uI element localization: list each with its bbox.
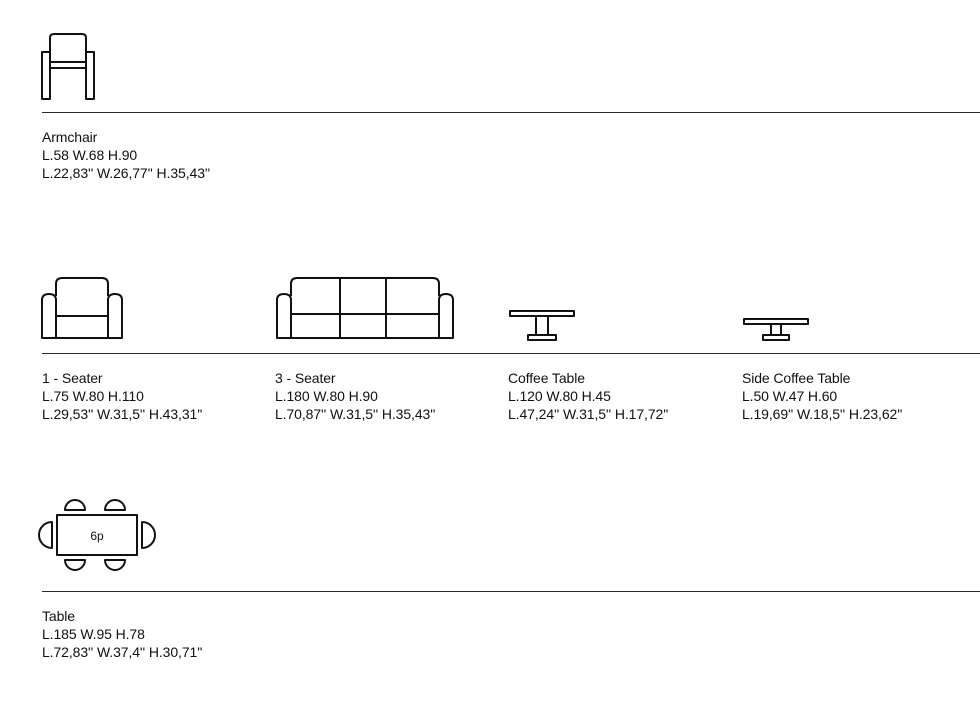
sofa-three-seater-icon: [275, 274, 455, 340]
product-name: Coffee Table: [508, 370, 585, 386]
product-spec-side-coffee-table: Side Coffee Table L.50 W.47 H.60 L.19,69…: [742, 369, 902, 423]
product-name: 1 - Seater: [42, 370, 103, 386]
product-name: Armchair: [42, 129, 98, 145]
product-spec-armchair: Armchair L.58 W.68 H.90 L.22,83'' W.26,7…: [42, 128, 210, 182]
dining-table-icon: 6p: [38, 496, 160, 576]
product-spec-coffee-table: Coffee Table L.120 W.80 H.45 L.47,24'' W…: [508, 369, 668, 423]
sofa-one-seater-icon: [40, 274, 124, 340]
metric-dimensions: L.180 W.80 H.90: [275, 388, 378, 404]
metric-dimensions: L.58 W.68 H.90: [42, 147, 138, 163]
product-name: Side Coffee Table: [742, 370, 851, 386]
imperial-dimensions: L.70,87'' W.31,5'' H.35,43'': [275, 406, 436, 422]
product-spec-1-seater: 1 - Seater L.75 W.80 H.110 L.29,53'' W.3…: [42, 369, 202, 423]
product-spec-3-seater: 3 - Seater L.180 W.80 H.90 L.70,87'' W.3…: [275, 369, 435, 423]
metric-dimensions: L.75 W.80 H.110: [42, 388, 144, 404]
imperial-dimensions: L.22,83'' W.26,77'' H.35,43'': [42, 165, 211, 181]
seats-label: 6p: [90, 529, 104, 543]
divider: [42, 353, 980, 354]
imperial-dimensions: L.47,24'' W.31,5'' H.17,72'': [508, 406, 669, 422]
coffee-table-icon: [508, 309, 576, 343]
side-coffee-table-icon: [742, 317, 810, 343]
product-name: Table: [42, 608, 75, 624]
armchair-icon: [40, 32, 98, 102]
product-spec-table: Table L.185 W.95 H.78 L.72,83'' W.37,4''…: [42, 607, 202, 661]
metric-dimensions: L.185 W.95 H.78: [42, 626, 145, 642]
imperial-dimensions: L.72,83'' W.37,4'' H.30,71'': [42, 644, 203, 660]
metric-dimensions: L.50 W.47 H.60: [742, 388, 838, 404]
imperial-dimensions: L.29,53'' W.31,5'' H.43,31'': [42, 406, 203, 422]
metric-dimensions: L.120 W.80 H.45: [508, 388, 611, 404]
product-name: 3 - Seater: [275, 370, 336, 386]
imperial-dimensions: L.19,69'' W.18,5'' H.23,62'': [742, 406, 903, 422]
divider: [42, 591, 980, 592]
divider: [42, 112, 980, 113]
